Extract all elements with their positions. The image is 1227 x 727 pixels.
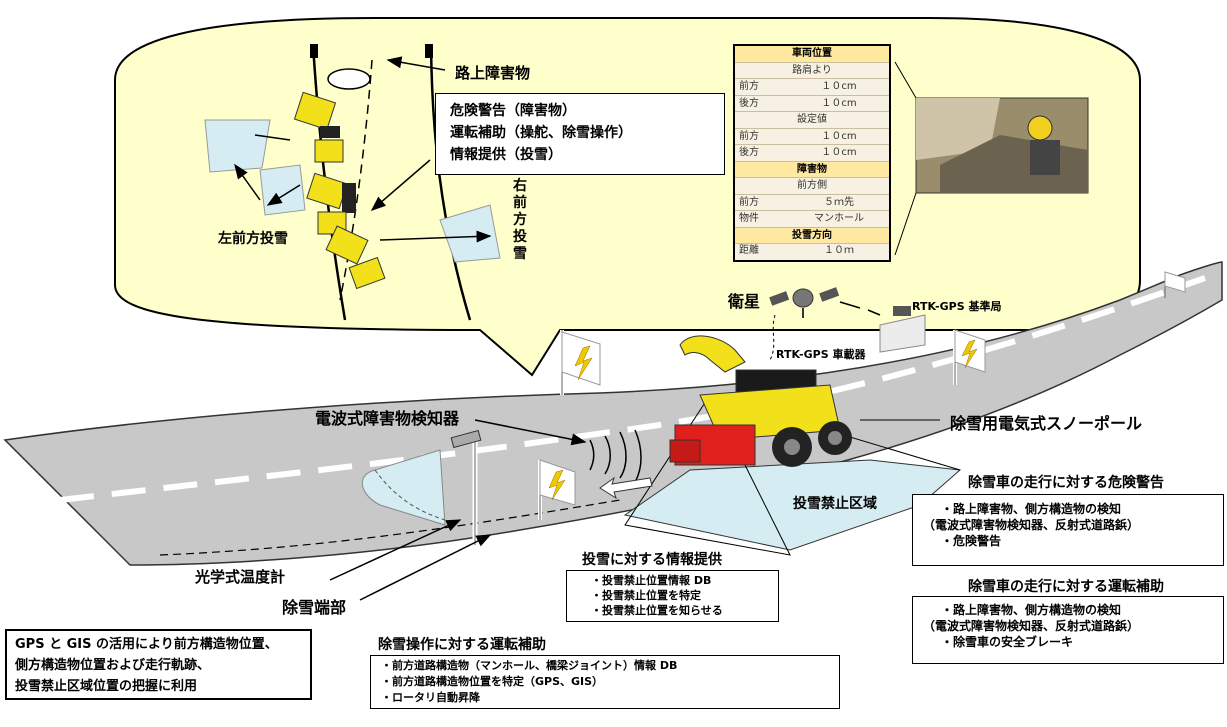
support-line-2: 運転補助（操舵、除雪操作） (450, 125, 632, 141)
bubble-vehicle-3 (325, 225, 386, 290)
throw-info-title: 投雪に対する情報提供 (582, 552, 722, 568)
danger-warning-box: ・路上障害物、側方構造物の検知 （電波式障害物検知器、反射式道路鋲） ・危険警告 (912, 494, 1224, 566)
obstacle-label: 路上障害物 (455, 64, 531, 82)
panel-value-row: 後方 １０cm (735, 96, 889, 112)
panel-header-text: 車両位置 (792, 48, 832, 59)
danger-item-3: ・危険警告 (941, 534, 1002, 548)
operation-assist-title: 除雪操作に対する運転補助 (378, 637, 546, 653)
bubble-support-box: 危険警告（障害物） 運転補助（操舵、除雪操作） 情報提供（投雪） (435, 93, 725, 175)
panel-value: マンホール (814, 213, 864, 224)
right-throw-char: 方 (513, 212, 527, 228)
operation-item-1: ・前方道路構造物（マンホール、橋梁ジョイント）情報 DB (381, 659, 678, 672)
panel-value-row: 後方 １０cm (735, 145, 889, 162)
snow-pole-left (560, 330, 601, 395)
assist-item-3: ・除雪車の安全ブレーキ (941, 635, 1074, 649)
optical-thermometer-label: 光学式温度計 (195, 568, 286, 586)
left-throw-label: 左前方投雪 (218, 231, 288, 247)
throw-info-item-3: ・投雪禁止位置を知らせる (591, 604, 723, 617)
operation-assist-box: ・前方道路構造物（マンホール、橋梁ジョイント）情報 DB ・前方道路構造物位置を… (370, 655, 840, 709)
throw-info-box: ・投雪禁止位置情報 DB ・投雪禁止位置を特定 ・投雪禁止位置を知らせる (566, 570, 779, 622)
panel-sub-row: 路肩より (735, 63, 889, 79)
panel-value-row: 物件 マンホール (735, 211, 889, 228)
assist-item-2: （電波式障害物検知器、反射式道路鋲） (923, 619, 1140, 633)
driving-assist-title: 除雪車の走行に対する運転補助 (968, 579, 1164, 595)
panel-header-row: 障害物 (735, 161, 889, 178)
rtk-base-label: RTK-GPS 基準局 (912, 300, 1002, 313)
radar-waves (589, 429, 642, 483)
danger-warning-title: 除雪車の走行に対する危険警告 (968, 475, 1164, 491)
panel-header-text: 投雪方向 (792, 229, 832, 241)
distance-key: 距離 (739, 245, 759, 256)
right-throw-char: 雪 (513, 246, 527, 262)
thermometer-zone (362, 449, 446, 526)
road-surface (3, 261, 1223, 566)
panel-value: １０cm (821, 130, 857, 142)
rtk-vehicle-label: RTK-GPS 車載器 (776, 348, 866, 361)
panel-sub-row: 設定値 (735, 112, 889, 129)
snow-pole-mid (538, 459, 576, 520)
throw-info-item-1: ・投雪禁止位置情報 DB (591, 574, 712, 587)
gps-note-line-1: GPS と GIS の活用により前方構造物位置、 (15, 637, 278, 652)
assist-item-1: ・路上障害物、側方構造物の検知 (941, 603, 1122, 617)
rtk-base-station (879, 306, 926, 353)
panel-value: １０cm (821, 81, 857, 92)
panel-key: 前方 (739, 130, 759, 142)
driving-assist-box: ・路上障害物、側方構造物の検知 （電波式障害物検知器、反射式道路鋲） ・除雪車の… (912, 596, 1224, 664)
support-line-3: 情報提供（投雪） (450, 147, 562, 163)
panel-value-row: 前方 ５ｍ先 (735, 195, 889, 211)
panel-sub-text: 路肩より (792, 64, 832, 76)
panel-value-row: 前方 １０cm (735, 129, 889, 145)
panel-key: 後方 (739, 147, 759, 158)
snow-edge-label: 除雪端部 (282, 598, 347, 617)
panel-key: 前方 (739, 81, 759, 92)
panel-sub-text: 前方側 (797, 180, 827, 191)
panel-sub-row: 前方側 (735, 178, 889, 195)
panel-value: １０cm (821, 97, 857, 109)
danger-item-1: ・路上障害物、側方構造物の検知 (941, 502, 1122, 516)
panel-value: ５ｍ先 (824, 196, 854, 208)
right-throw-char: 前 (513, 195, 527, 211)
satellite-icon (769, 287, 840, 318)
gps-note-line-3: 投雪禁止区域位置の把握に利用 (15, 679, 198, 694)
right-throw-char: 右 (513, 178, 527, 194)
panel-value: １０cm (821, 147, 857, 158)
no-throw-zone-label: 投雪禁止区域 (793, 496, 877, 512)
panel-header-text: 障害物 (797, 163, 827, 175)
panel-header-row: 車両位置 (735, 46, 889, 63)
right-throw-label: 右 前 方 投 雪 (512, 178, 528, 263)
snow-pole-label: 除雪用電気式スノーポール (950, 414, 1143, 433)
cab-photo (894, 61, 1089, 256)
panel-key: 物件 (739, 213, 759, 224)
snow-pole-right (953, 329, 986, 385)
gps-note-line-2: 側方構造物位置および走行軌跡、 (15, 658, 211, 673)
panel-sub-text: 設定値 (797, 114, 827, 125)
operation-item-3: ・ロータリ自動昇降 (381, 691, 480, 704)
obstacle-ellipse (327, 68, 371, 90)
panel-key: 前方 (739, 196, 759, 208)
right-throw-char: 投 (513, 229, 527, 245)
radar-detector-label: 電波式障害物検知器 (315, 409, 460, 428)
snow-pole-far (1164, 271, 1186, 298)
bubble-vehicle-2 (306, 172, 356, 235)
throw-info-item-2: ・投雪禁止位置を特定 (591, 589, 701, 602)
road-edge-dashed (159, 499, 621, 556)
bubble-vehicle-1 (293, 91, 344, 163)
panel-key: 後方 (739, 97, 759, 109)
road-centerline (59, 275, 1207, 503)
panel-header-row: 投雪方向 (735, 227, 889, 244)
danger-item-2: （電波式障害物検知器、反射式道路鋲） (923, 518, 1140, 532)
panel-value-row: 前方 １０cm (735, 79, 889, 96)
support-line-1: 危険警告（障害物） (450, 103, 576, 119)
distance-value: １０ｍ (824, 245, 854, 256)
snowplow-vehicle (669, 335, 852, 467)
satellite-label: 衛星 (728, 292, 761, 311)
gps-gis-note: GPS と GIS の活用により前方構造物位置、 側方構造物位置および走行軌跡、… (5, 629, 312, 700)
operation-item-2: ・前方道路構造物位置を特定（GPS、GIS） (381, 675, 604, 688)
